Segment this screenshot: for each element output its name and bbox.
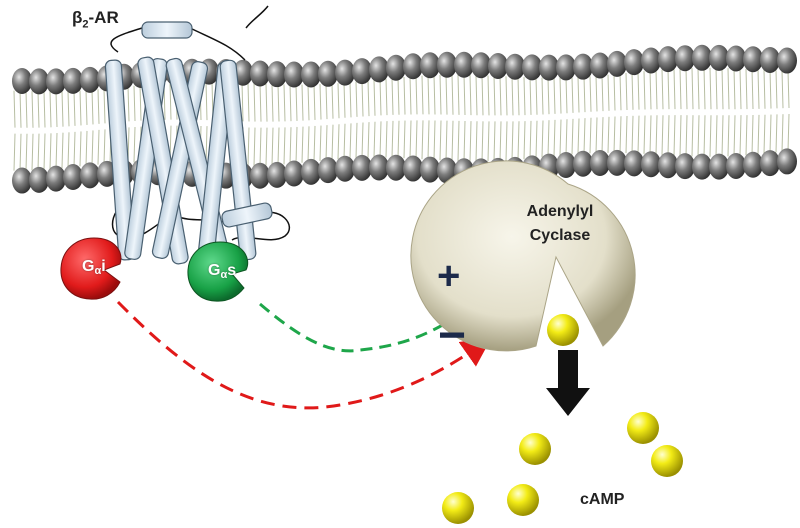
stimulation-arrow (259, 292, 490, 353)
lipid-head (607, 149, 627, 176)
lipid-head (726, 152, 746, 179)
lipid-head (80, 66, 100, 93)
lipid-head (284, 61, 304, 88)
down-arrow-icon (546, 350, 590, 416)
lipid-head (318, 60, 338, 87)
lipid-head (437, 51, 457, 78)
lipid-head (488, 52, 508, 79)
camp-label: cAMP (580, 491, 625, 508)
lipid-head (318, 157, 338, 184)
lipid-head (760, 150, 780, 177)
lipid-head (454, 51, 474, 78)
g-alpha-i-label: Gαi (82, 258, 106, 277)
camp-molecule (442, 492, 474, 524)
enzyme-label-line1: Adenylyl (526, 203, 594, 220)
receptor-helix (221, 202, 273, 228)
camp-molecules (442, 412, 683, 524)
minus-sign: − (438, 309, 467, 362)
lipid-head (505, 53, 525, 80)
lipid-head (29, 166, 49, 193)
lipid-head (403, 53, 423, 80)
lipid-head (624, 150, 644, 177)
camp-molecule (627, 412, 659, 444)
lipid-head (12, 167, 32, 194)
camp-molecule (547, 314, 579, 346)
lipid-head (522, 54, 542, 81)
lipid-head (777, 47, 797, 74)
lipid-tails (13, 67, 790, 171)
lipid-head (743, 151, 763, 178)
lipid-head (709, 153, 729, 180)
lipid-head (335, 155, 355, 182)
lipid-head (369, 154, 389, 181)
lipid-head (471, 52, 491, 79)
lipid-head (777, 148, 797, 175)
lipid-head (352, 154, 372, 181)
lipid-head (760, 46, 780, 73)
g-alpha-s-icon (187, 241, 249, 302)
lipid-head (63, 67, 83, 94)
lipid-head (556, 152, 576, 179)
lipid-head (29, 68, 49, 95)
lipid-head (539, 54, 559, 81)
receptor-helix (219, 59, 257, 261)
camp-molecule (651, 445, 683, 477)
lipid-head (352, 58, 372, 85)
lipid-head (590, 150, 610, 177)
lipid-head (301, 158, 321, 185)
lipid-head (692, 44, 712, 71)
lipid-head (726, 45, 746, 72)
lipid-head (250, 60, 270, 87)
camp-molecule (519, 433, 551, 465)
lipid-head (301, 61, 321, 88)
g-alpha-s-label: Gαs (208, 262, 237, 281)
lipid-head (335, 59, 355, 86)
g-alpha-i-icon (60, 237, 122, 300)
lipid-head (403, 155, 423, 182)
lipid-head (386, 54, 406, 81)
lipid-head (267, 161, 287, 188)
lipid-head (607, 50, 627, 77)
lipid-head (658, 152, 678, 179)
inhibition-arrow (116, 300, 492, 410)
lipid-head (573, 150, 593, 177)
receptor-b2ar (104, 5, 291, 265)
lipid-head (420, 52, 440, 79)
receptor-helix (141, 21, 193, 39)
lipid-head (267, 61, 287, 88)
enzyme-label-line2: Cyclase (529, 227, 591, 244)
lipid-head (46, 165, 66, 192)
lipid-head (675, 45, 695, 72)
lipid-head (641, 47, 661, 74)
lipid-head (420, 156, 440, 183)
lipid-head (743, 46, 763, 73)
lipid-head (709, 44, 729, 71)
plus-sign: + (437, 254, 461, 298)
receptor-label: β2-AR (72, 8, 119, 31)
camp-molecule (507, 484, 539, 516)
lipid-head (573, 53, 593, 80)
lipid-head (675, 153, 695, 180)
adenylyl-cyclase-icon (410, 160, 636, 352)
lipid-head (80, 162, 100, 189)
lipid-head (284, 160, 304, 187)
lipid-head (386, 154, 406, 181)
lipid-head (250, 162, 270, 189)
lipid-head (641, 151, 661, 178)
lipid-head (556, 54, 576, 81)
lipid-head (658, 46, 678, 73)
lipid-head (63, 164, 83, 191)
receptor-loop-line (110, 5, 291, 241)
lipid-head (12, 67, 32, 94)
lipid-head (692, 153, 712, 180)
lipid-head (46, 68, 66, 95)
lipid-head (369, 56, 389, 83)
lipid-head (624, 49, 644, 76)
lipid-head (590, 52, 610, 79)
receptor-helix (104, 59, 136, 261)
